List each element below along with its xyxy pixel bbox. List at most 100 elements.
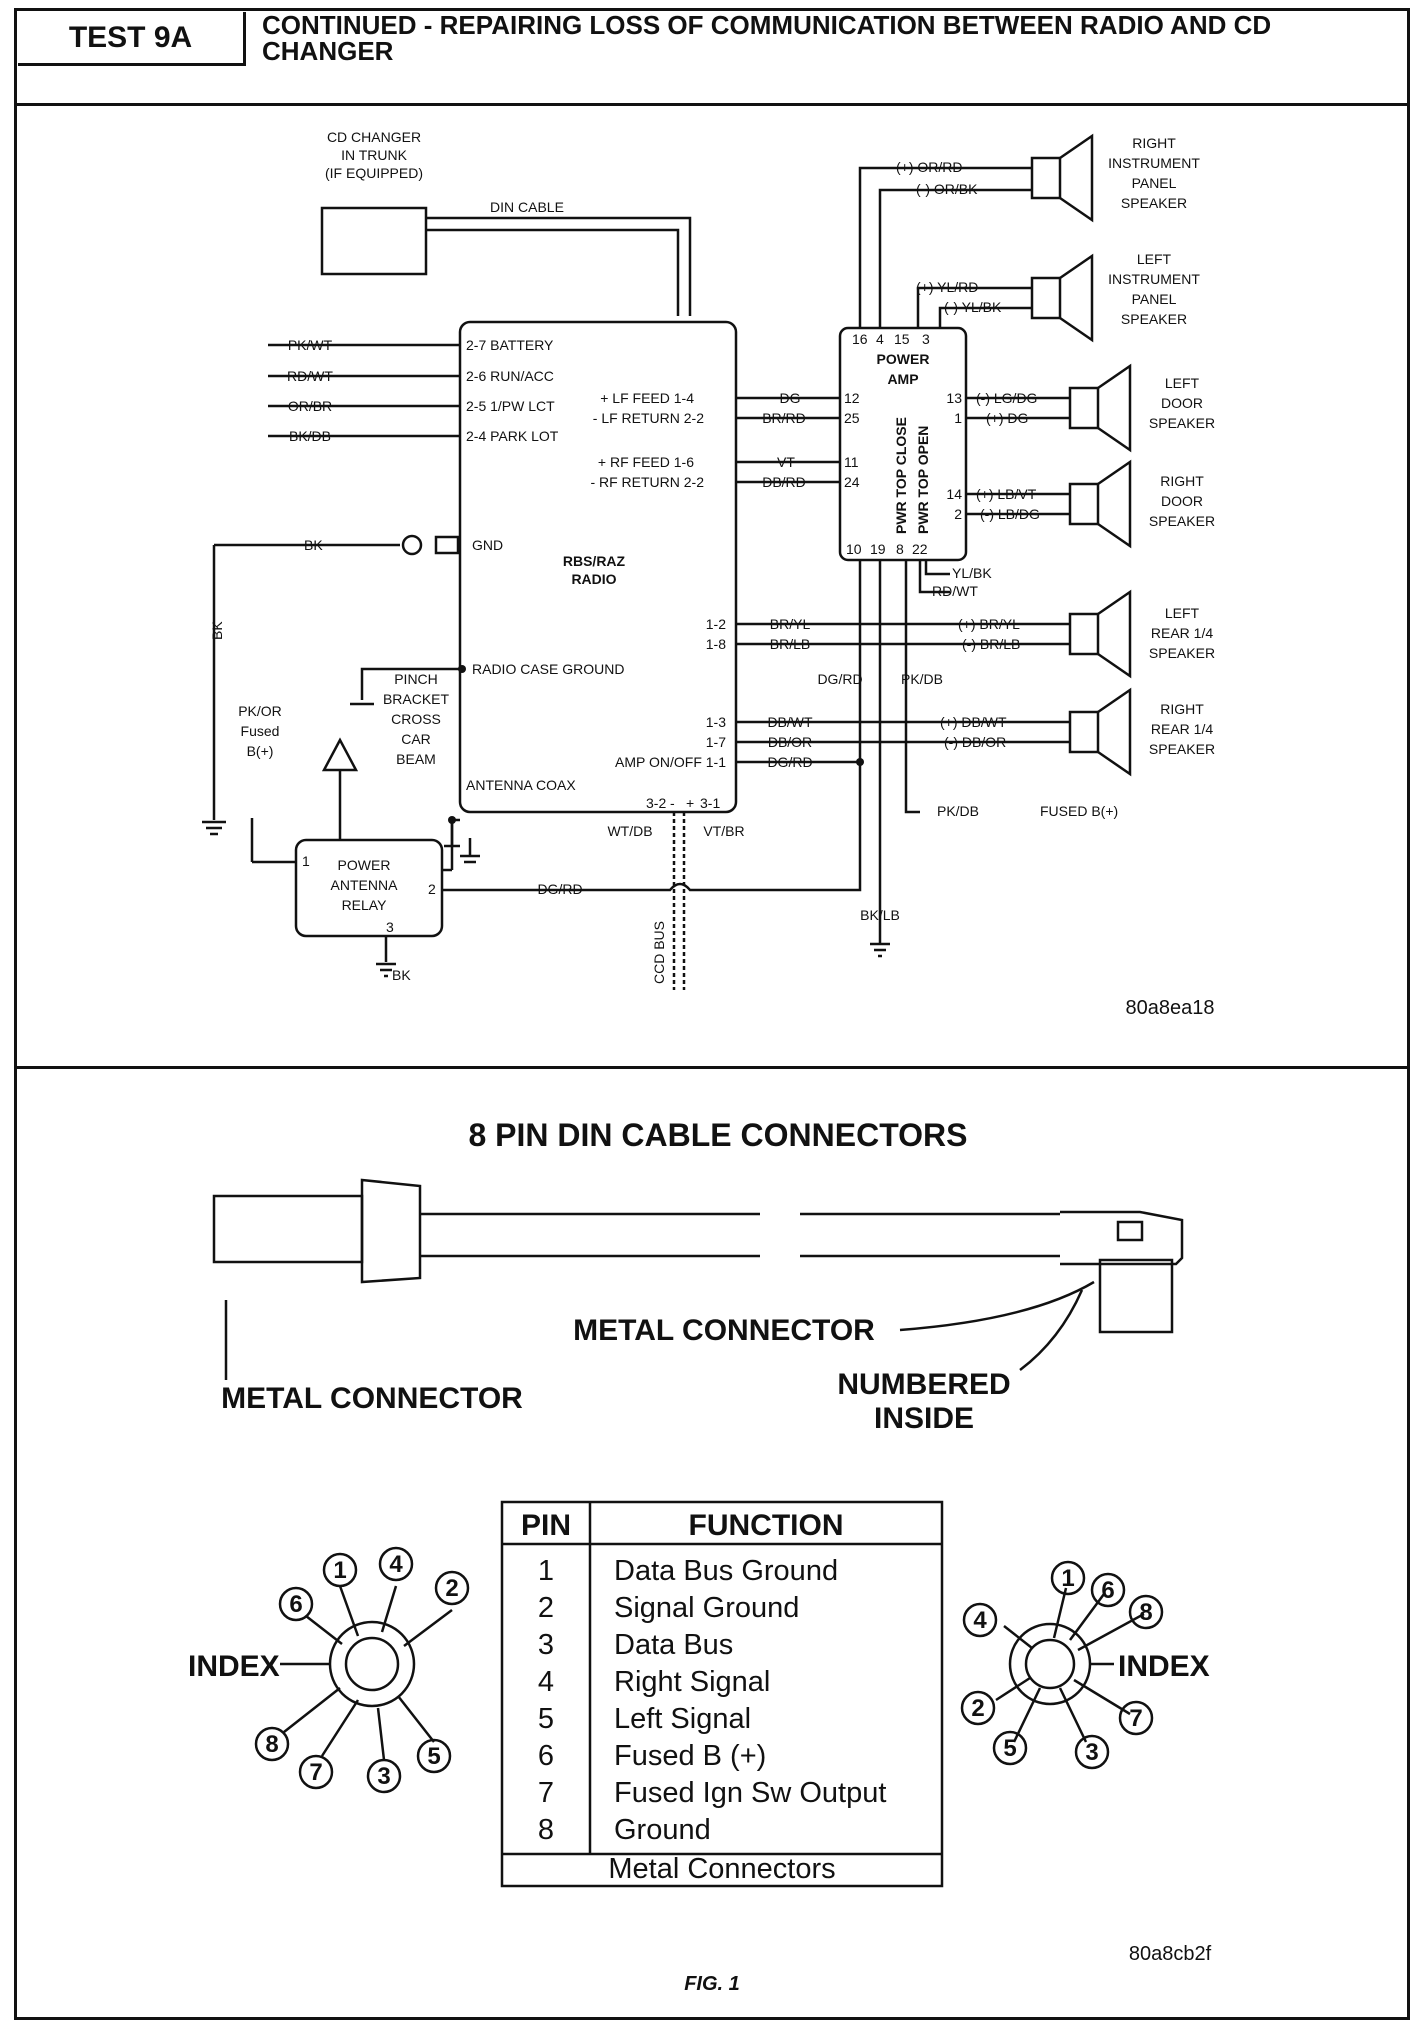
amp-pin-22: 22 — [912, 541, 928, 557]
amp-pin-15: 15 — [894, 331, 910, 347]
bottom-pin-dash: - — [670, 795, 675, 811]
left-pin-8: 8 — [265, 1731, 278, 1758]
power-amp-box — [838, 326, 968, 562]
left-pin-3: 3 — [377, 1763, 390, 1790]
sp1-1: RIGHT — [1132, 135, 1176, 151]
relay-ground — [376, 936, 396, 978]
amp-name-2: AMP — [887, 371, 918, 387]
pin-run-acc: 2-6 RUN/ACC — [466, 368, 554, 384]
amp-pin-4: 4 — [876, 331, 884, 347]
amp-pin-11: 11 — [844, 454, 859, 470]
page-title: CONTINUED - REPAIRING LOSS OF COMMUNICAT… — [262, 10, 1272, 66]
pk-or-1: PK/OR — [238, 703, 282, 719]
wire-db-or: DB/OR — [768, 734, 812, 750]
wire-wt-db: WT/DB — [607, 823, 652, 839]
index-right: INDEX — [1118, 1650, 1210, 1683]
leader-numbered — [1019, 1289, 1084, 1371]
table-row-8-fn: Ground — [614, 1814, 711, 1846]
pin-1-8: 1-8 — [706, 636, 726, 652]
relay-3: RELAY — [342, 897, 388, 913]
din-face-right-inner — [1024, 1638, 1076, 1690]
sp5-1: LEFT — [1165, 605, 1200, 621]
right-pin-2: 2 — [971, 1695, 984, 1722]
rf-feed: + RF FEED 1-6 — [598, 454, 694, 470]
pinch-2: BRACKET — [383, 691, 450, 707]
table-row-2-fn: Signal Ground — [614, 1592, 799, 1624]
coax-ground — [460, 838, 480, 864]
wire-br-yl: BR/YL — [770, 616, 811, 632]
table-row-6-fn: Fused B (+) — [614, 1740, 766, 1772]
sp3-1: LEFT — [1165, 375, 1200, 391]
coax-drop — [444, 820, 460, 848]
right-pin-leaders — [995, 1587, 1145, 1743]
pinch-5: BEAM — [396, 751, 436, 767]
table-row-7-fn: Fused Ign Sw Output — [614, 1777, 886, 1809]
table-row-7-pin: 7 — [538, 1777, 554, 1809]
left-pin-5: 5 — [427, 1743, 440, 1770]
amp-pin-16: 16 — [852, 331, 868, 347]
left-pin-1: 1 — [333, 1557, 346, 1584]
radio-name-2: RADIO — [571, 571, 616, 587]
pinch-4: CAR — [401, 731, 431, 747]
amp-pin-2: 2 — [954, 506, 962, 522]
pin-1-3: 1-3 — [706, 714, 726, 730]
gnd-label: GND — [472, 537, 503, 553]
fused-b-plus: FUSED B(+) — [1040, 803, 1118, 819]
din-face-left — [328, 1620, 416, 1708]
sp6-3: SPEAKER — [1149, 741, 1215, 757]
cd-changer-box — [320, 206, 428, 276]
rf-return: - RF RETURN 2-2 — [590, 474, 704, 490]
dg-rd-relay: DG/RD — [537, 881, 582, 897]
bk-lb-label: BK/LB — [860, 907, 900, 923]
wire-vt-br: VT/BR — [703, 823, 744, 839]
pinch-3: CROSS — [391, 711, 441, 727]
fig-label: FIG. 1 — [684, 1973, 740, 1995]
right-pin-8: 8 — [1139, 1599, 1152, 1626]
dg-rd-relay-wire — [442, 760, 862, 892]
header-bar — [14, 8, 1410, 106]
metal-connector-top: METAL CONNECTOR — [573, 1314, 875, 1347]
relay-2: ANTENNA — [331, 877, 399, 893]
pin-1-7: 1-7 — [706, 734, 726, 750]
page-frame — [14, 8, 1410, 2020]
table-row-5-pin: 5 — [538, 1703, 554, 1735]
pin-park-lot: 2-4 PARK LOT — [466, 428, 559, 444]
numbered-inside-1: NUMBERED — [837, 1368, 1010, 1401]
pk-db-top: PK/DB — [901, 671, 943, 687]
pin-pw-lct: 2-5 1/PW LCT — [466, 398, 555, 414]
pin-table — [500, 1500, 944, 1888]
wire-db-wt-rear: (+) DB/WT — [940, 714, 1007, 730]
pwr-top-close: PWR TOP CLOSE — [893, 417, 909, 534]
right-pin-5: 5 — [1003, 1735, 1016, 1762]
pin-table-text: PIN FUNCTION 1 Data Bus Ground 2 Signal … — [521, 1509, 886, 1885]
table-row-8-pin: 8 — [538, 1814, 554, 1846]
pwr-top-open: PWR TOP OPEN — [915, 426, 931, 534]
wiring-labels: CD CHANGER IN TRUNK (IF EQUIPPED) DIN CA… — [209, 129, 1215, 984]
relay-pin-1: 1 — [302, 853, 310, 869]
sp6-2: REAR 1/4 — [1151, 721, 1213, 737]
left-pin-leaders — [280, 1585, 453, 1761]
table-row-1-pin: 1 — [538, 1555, 554, 1587]
left-pin-7: 7 — [309, 1759, 322, 1786]
amp-pin-12: 12 — [844, 390, 860, 406]
gnd-stud — [434, 535, 460, 555]
right-pin-numbers: 1 6 8 4 2 5 3 7 — [960, 1560, 1164, 1770]
pk-db-fused: PK/DB — [937, 803, 979, 819]
amp-right-wires — [966, 396, 1070, 516]
ccd-bus-label: CCD BUS — [651, 921, 667, 984]
radio-box — [458, 320, 738, 814]
wire-or-br: OR/BR — [288, 398, 332, 414]
gnd-terminal — [401, 534, 423, 556]
wire-or-bk: (-) OR/BK — [916, 181, 978, 197]
amp-pin-10: 10 — [846, 541, 862, 557]
table-row-6-pin: 6 — [538, 1740, 554, 1772]
wire-db-or-rear: (-) DB/OR — [944, 734, 1006, 750]
wire-lg-dg: (-) LG/DG — [976, 390, 1037, 406]
table-footer: Metal Connectors — [608, 1853, 835, 1885]
leader-top — [899, 1280, 1095, 1332]
amp-pin-24: 24 — [844, 474, 860, 490]
left-pin-numbers: 1 4 2 6 8 7 3 5 — [254, 1546, 470, 1794]
wire-lb-dg: (-) LB/DG — [980, 506, 1040, 522]
metal-connector-left: METAL CONNECTOR — [221, 1382, 523, 1415]
bottom-pin-3-1: 3-1 — [700, 795, 720, 811]
